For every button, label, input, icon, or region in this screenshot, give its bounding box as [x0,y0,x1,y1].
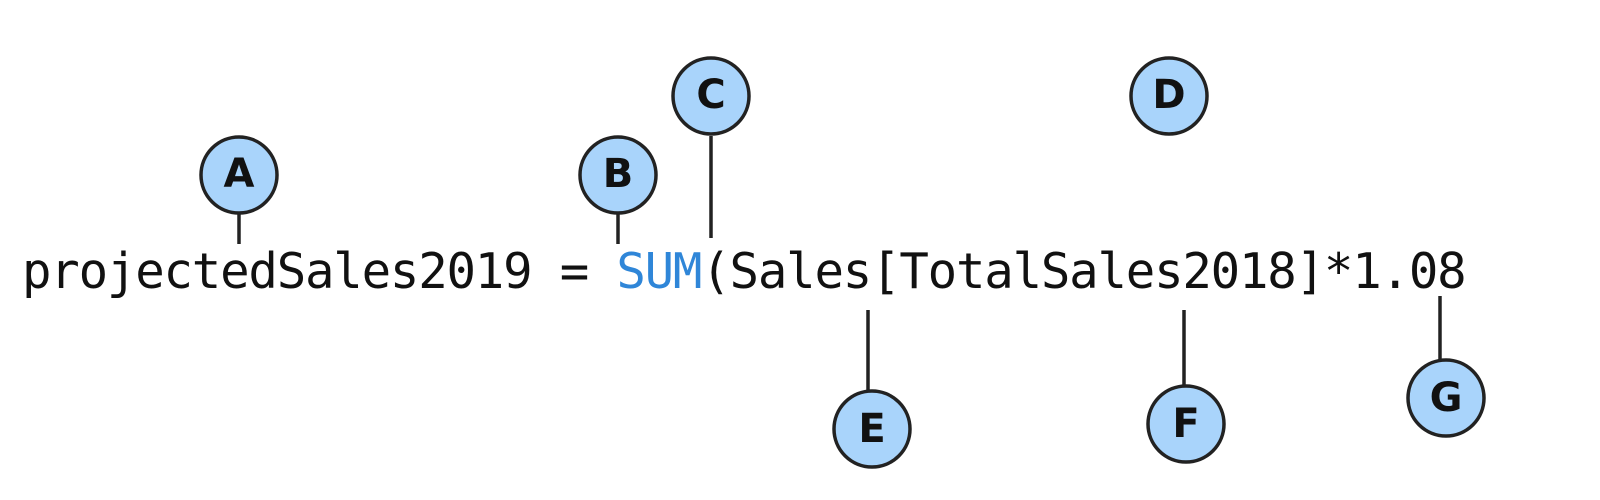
callout-label-d: D [1152,72,1185,118]
close-bracket: ] [1295,243,1326,300]
callout-label-c: C [696,72,725,118]
function-name: SUM [616,243,702,300]
multiply-operator: * [1323,243,1354,300]
callout-circle-e [832,389,912,469]
open-bracket: [ [871,243,901,300]
callout-label-b: B [603,151,634,197]
equals-sign: = [531,243,617,300]
open-parenthesis: ( [701,243,731,300]
callout-label-g: G [1430,375,1463,421]
column-name: TotalSales2018 [899,243,1296,300]
callout-circle-f [1146,384,1226,464]
callout-circle-a [199,135,279,215]
callout-circle-g [1406,358,1486,438]
multiplier-value: 1.08 [1352,243,1466,300]
measure-name: projectedSales2019 [22,243,533,300]
table-name: Sales [729,243,873,300]
callout-label-a: A [224,151,255,197]
callout-circle-c [671,56,751,136]
callout-label-e: E [858,406,885,452]
callout-label-f: F [1172,401,1199,447]
dax-formula: projectedSales2019 = SUM(Sales[TotalSale… [22,238,1582,306]
callout-circle-d [1129,56,1209,136]
callout-circle-b [578,135,658,215]
